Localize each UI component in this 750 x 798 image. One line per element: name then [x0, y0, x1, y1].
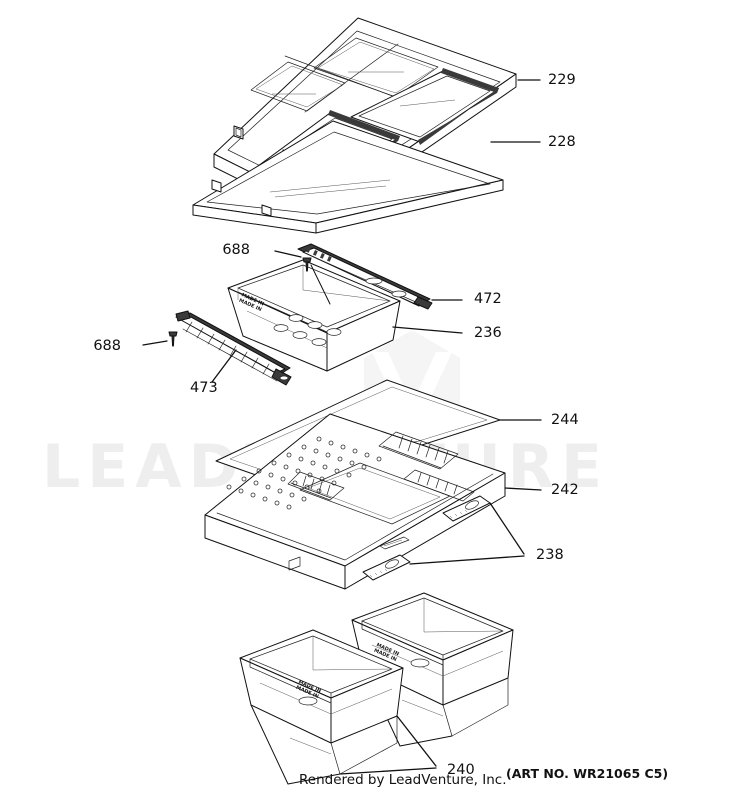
- part-shelf-glass-insert-228: 228: [192, 120, 576, 234]
- leader-line-688-upper: [274, 250, 302, 258]
- callout-228: 228: [548, 134, 576, 150]
- part-screw-lower-688: 688: [93, 331, 178, 354]
- screw-icon-upper: [302, 257, 312, 272]
- part-deli-drawer-pan-236: MADE IN MADE IN 236: [227, 259, 502, 372]
- callout-472: 472: [474, 291, 502, 307]
- callout-244: 244: [551, 412, 579, 428]
- part-crisper-drawers-240: MADE IN MADE IN MADE IN MADE IN: [239, 592, 514, 785]
- rail-teeth-472: [305, 246, 332, 262]
- leader-line-240-a: [396, 715, 437, 767]
- leader-line-238-b: [409, 555, 525, 565]
- humidity-slider-lower: [362, 554, 411, 581]
- crisper-drawer-left: MADE IN MADE IN: [239, 629, 404, 785]
- callout-473: 473: [190, 380, 218, 396]
- vent-perforations-242: [226, 436, 382, 510]
- callout-688-lower: 688: [93, 338, 121, 354]
- rendered-by-credit: Rendered by LeadVenture, Inc.: [299, 772, 507, 788]
- callout-688-upper: 688: [222, 242, 250, 258]
- part-slide-rail-right-472: 472: [297, 243, 502, 310]
- leader-line-688-lower: [142, 340, 168, 346]
- leader-line-240-b: [339, 767, 437, 775]
- frame-ribs-242: [287, 431, 475, 502]
- leader-line-238-a: [489, 502, 525, 555]
- callout-240: 240: [447, 762, 475, 778]
- leader-line-473: [211, 349, 237, 383]
- part-humidity-control-trim-238: 238: [362, 495, 564, 581]
- rail-ladder-473: [182, 321, 278, 382]
- screw-icon-lower: [168, 331, 178, 347]
- callout-236: 236: [474, 325, 502, 341]
- leader-line-688-upper-b: [310, 264, 331, 305]
- art-number-label: (ART NO. WR21065 C5): [506, 766, 669, 781]
- part-slide-rail-left-473: 473: [175, 310, 292, 396]
- crisper-drawer-right: MADE IN MADE IN: [351, 592, 514, 747]
- leader-line-236: [392, 326, 463, 334]
- callout-229: 229: [548, 72, 576, 88]
- part-screw-upper-688: 688: [222, 242, 331, 305]
- callout-238: 238: [536, 547, 564, 563]
- callout-242: 242: [551, 482, 579, 498]
- leader-line-242: [504, 487, 542, 491]
